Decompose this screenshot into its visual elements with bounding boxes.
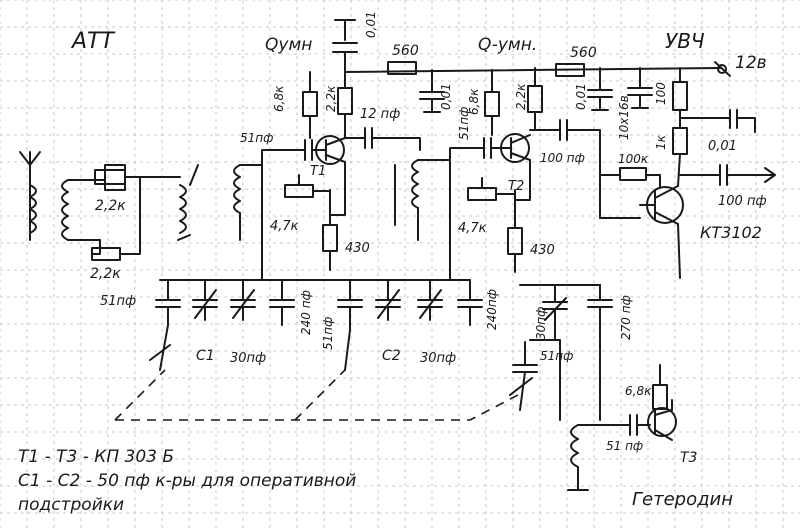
label-r-1k: 1к — [654, 134, 668, 150]
label-c-240-2: 240пф — [485, 289, 499, 330]
label-c-trim-1: 30пф — [230, 351, 266, 366]
label-c-trim-2: 30пф — [420, 351, 456, 366]
label-r-top-2: 560 — [570, 45, 597, 61]
label-r-base: 100к — [618, 152, 649, 166]
label-c-out-dec: 0,01 — [708, 139, 737, 154]
label-c-osc-51: 51пф — [540, 349, 573, 363]
label-r-src-2: 430 — [530, 243, 555, 258]
power-rail — [332, 19, 731, 77]
label-r-100: 100 — [654, 82, 668, 105]
label-c-out: 100 пф — [718, 194, 767, 209]
label-t1: Т1 — [310, 164, 326, 179]
label-r-gate-1: 6,8к — [272, 85, 286, 112]
label-transistor-out: КТ3102 — [700, 223, 762, 242]
label-c-top-2: 0,01 — [439, 83, 453, 110]
label-c-drain-2: 100 пф — [540, 151, 585, 165]
label-c-var-2: С2 — [382, 348, 401, 364]
label-c-dec-3: 10х16в — [617, 95, 631, 140]
label-c-osc-270: 270 пф — [619, 295, 633, 340]
label-r-src-1: 430 — [345, 241, 370, 256]
tuned-circuit-2 — [337, 147, 483, 371]
label-r-drain-2: 2,2к — [514, 83, 528, 110]
section-q-mult-1: Qумн — [265, 35, 312, 55]
label-r-drain-1: 2,2к — [324, 85, 338, 112]
label-c-240-1: 240 пф — [299, 290, 313, 335]
label-c-gate-1: 51пф — [240, 131, 273, 145]
label-t3: Т3 — [680, 450, 697, 466]
label-c-var-1: С1 — [196, 348, 215, 364]
label-c-fix-1: 51пф — [100, 294, 136, 309]
supply-label: 12в — [735, 53, 767, 73]
label-pot-2: 4,7к — [458, 221, 487, 236]
q-multiplier-1 — [284, 71, 421, 271]
q-multiplier-2 — [467, 67, 601, 273]
section-q-mult-2: Q-умн. — [478, 35, 537, 55]
section-oscillator: Гетеродин — [632, 489, 733, 510]
label-pot-1: 4,7к — [270, 219, 299, 234]
label-c-top-1: 0,01 — [364, 11, 378, 38]
label-att-r1: 2,2к — [95, 198, 126, 214]
label-c-osc-gate: 51 пф — [606, 439, 643, 453]
section-attenuator: АТТ — [70, 29, 115, 54]
label-att-r2: 2,2к — [90, 266, 121, 282]
label-c-gate-2: 51пф — [457, 107, 471, 140]
decoupling-capacitors — [419, 67, 756, 155]
note-line-1: Т1 - Т3 - КП 303 Б — [18, 447, 174, 467]
label-c-osc-trim: 30пф — [534, 307, 548, 340]
note-line-3: подстройки — [18, 495, 124, 515]
label-r-osc: 6,8к — [625, 384, 652, 398]
label-r-top-1: 560 — [392, 43, 419, 59]
gang-tuning-link — [114, 369, 519, 421]
note-line-2: С1 - С2 - 50 пф к-ры для оперативной — [18, 471, 356, 491]
label-r-gate-2: 6,8к — [467, 88, 481, 115]
attenuator — [19, 151, 199, 261]
tuned-circuit-1 — [149, 149, 471, 371]
label-t2: Т2 — [508, 179, 524, 194]
oscillator — [509, 284, 677, 491]
output-stage — [599, 153, 776, 279]
label-c-dec-1: 0,01 — [574, 83, 588, 110]
label-c-couple: 12 пф — [360, 107, 400, 122]
section-rf-amp: УВЧ — [665, 29, 705, 53]
label-c-fix-2: 51пф — [321, 317, 335, 350]
